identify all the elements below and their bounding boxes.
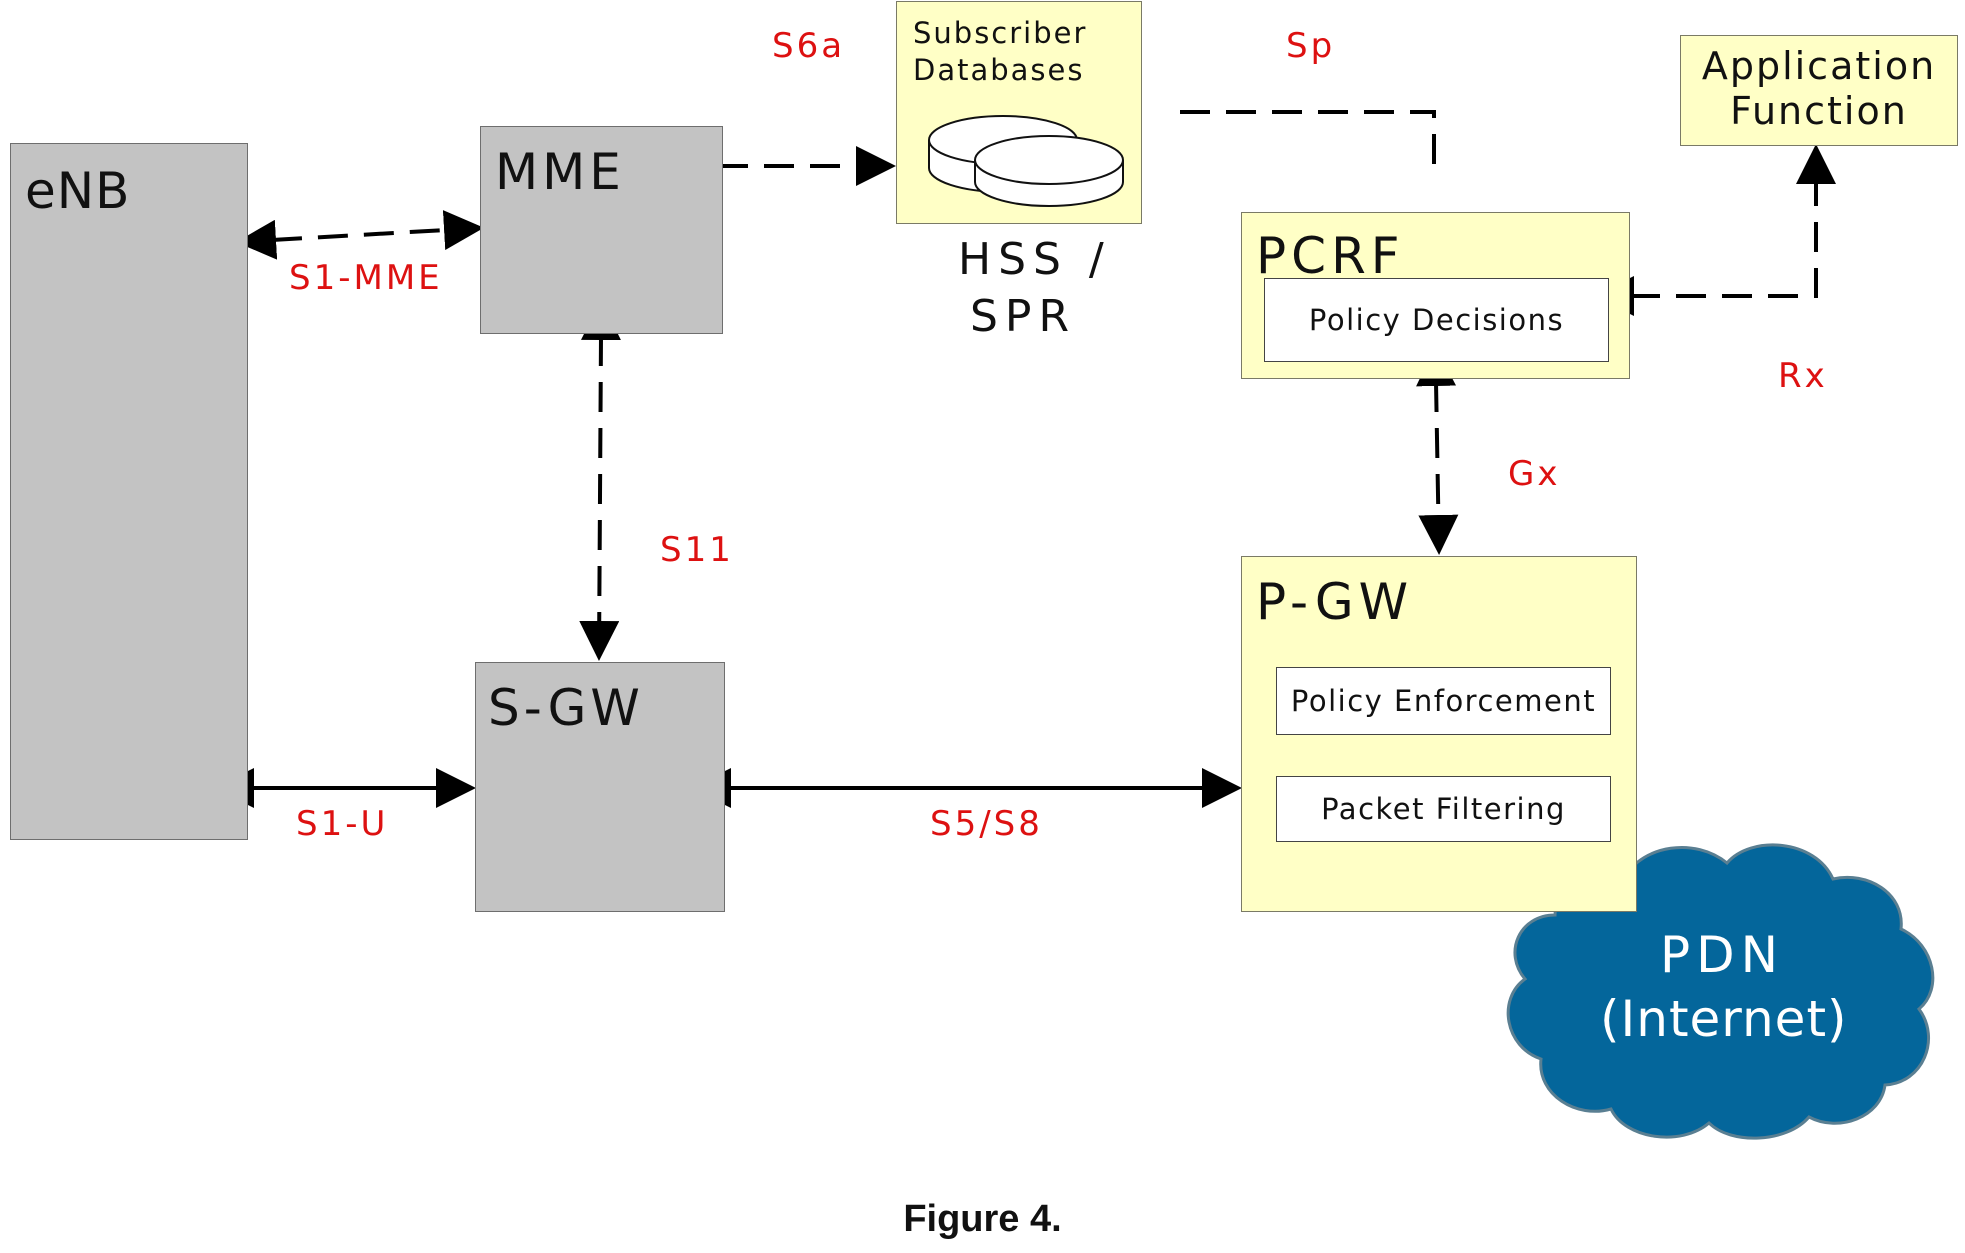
pdn-label-line2: (Internet) — [1600, 990, 1848, 1048]
policy-enforcement-box: Policy Enforcement — [1276, 667, 1611, 735]
pcrf-node: PCRF Policy Decisions — [1241, 212, 1630, 379]
af-label-line1: Application — [1701, 44, 1937, 88]
figure-caption: Figure 4. — [903, 1198, 1062, 1240]
hss-label-line1: HSS / — [958, 234, 1111, 285]
s5-s8-interface-label: S5/S8 — [930, 804, 1043, 844]
s1-u-interface-label: S1-U — [296, 804, 389, 844]
pgw-node: P-GW Policy Enforcement Packet Filtering — [1241, 556, 1637, 912]
packet-filtering-box: Packet Filtering — [1276, 776, 1611, 842]
sgw-label: S-GW — [488, 679, 644, 737]
policy-enforcement-label: Policy Enforcement — [1290, 684, 1597, 718]
hss-label-line2: SPR — [970, 291, 1077, 342]
s1-mme-link — [236, 210, 484, 260]
mme-node: MME — [480, 126, 723, 334]
gx-link — [1416, 346, 1459, 555]
hss-caption-line1: Subscriber — [913, 16, 1088, 50]
af-label-line2: Function — [1730, 89, 1908, 133]
application-function-node: Application Function — [1680, 35, 1958, 146]
pcrf-label: PCRF — [1256, 227, 1405, 285]
hss-caption-line2: Databases — [913, 53, 1085, 87]
policy-decisions-box: Policy Decisions — [1264, 278, 1609, 362]
packet-filtering-label: Packet Filtering — [1321, 792, 1566, 826]
enb-label: eNB — [25, 162, 131, 220]
s1-mme-interface-label: S1-MME — [289, 258, 443, 298]
pdn-cloud — [1506, 843, 1935, 1140]
s6a-interface-label: S6a — [772, 26, 846, 66]
pdn-label-line1: PDN — [1660, 926, 1785, 984]
database-icon — [928, 115, 1124, 207]
pgw-label: P-GW — [1256, 573, 1414, 631]
hss-node: Subscriber Databases — [896, 1, 1142, 224]
enb-node: eNB — [10, 143, 248, 840]
sgw-node: S-GW — [475, 662, 725, 912]
s11-link — [579, 300, 621, 661]
s11-interface-label: S11 — [660, 530, 734, 570]
sp-link — [1180, 110, 1436, 176]
gx-interface-label: Gx — [1508, 454, 1561, 494]
rx-interface-label: Rx — [1778, 356, 1828, 396]
mme-label: MME — [495, 143, 625, 201]
rx-link — [1594, 144, 1836, 316]
policy-decisions-label: Policy Decisions — [1308, 303, 1565, 337]
sp-interface-label: Sp — [1286, 26, 1336, 66]
